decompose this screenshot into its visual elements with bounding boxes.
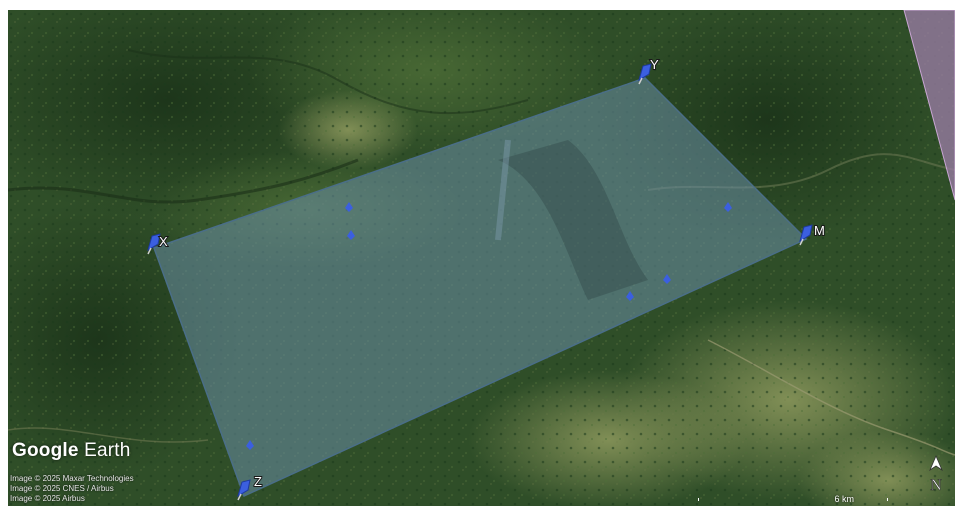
google-earth-logo: Google Earth <box>12 440 131 462</box>
placemark-y[interactable]: Y <box>638 56 660 85</box>
compass-label: N <box>930 477 942 494</box>
small-pin[interactable] <box>246 440 254 450</box>
small-pin[interactable] <box>626 291 634 301</box>
brand-word-google: Google <box>12 440 79 461</box>
valley-zone <box>498 140 648 300</box>
credit-line: Image © 2025 Maxar Technologies <box>10 474 134 483</box>
compass-arrow-icon: N <box>929 454 943 494</box>
small-pin[interactable] <box>724 202 732 212</box>
compass-north[interactable]: N <box>925 454 947 496</box>
placemark-z[interactable]: Z <box>237 473 263 501</box>
credit-line: Image © 2025 CNES / Airbus <box>10 484 114 493</box>
small-pin[interactable] <box>663 274 671 284</box>
area-polygon[interactable] <box>153 77 808 498</box>
river-line <box>8 427 209 443</box>
neighbor-region[interactable] <box>903 10 955 201</box>
scale-bar: 6 km <box>698 494 888 506</box>
scale-bar-line <box>698 498 888 501</box>
map-viewport[interactable]: X Y M Z Google Earth Image © 2025 Maxar … <box>8 10 955 506</box>
ridge-line <box>495 139 511 241</box>
satellite-map[interactable]: X Y M Z <box>8 10 955 506</box>
placemark-z-label: Z <box>254 474 262 489</box>
scale-label: 6 km <box>834 494 854 504</box>
brand-word-earth: Earth <box>84 440 131 461</box>
placemark-x-label: X <box>159 234 168 249</box>
placemark-m-label: M <box>814 223 825 238</box>
river-line <box>707 339 955 456</box>
small-pin[interactable] <box>345 202 353 212</box>
placemark-y-label: Y <box>650 57 659 72</box>
placemark-m[interactable]: M <box>799 222 826 246</box>
imagery-credits: Image © 2025 Maxar Technologies Image © … <box>10 474 134 504</box>
ridge-line <box>127 49 529 115</box>
credit-line: Image © 2025 Airbus <box>10 494 85 503</box>
placemark-x[interactable]: X <box>147 233 169 255</box>
ridge-line <box>8 158 359 204</box>
small-pin[interactable] <box>347 230 355 240</box>
